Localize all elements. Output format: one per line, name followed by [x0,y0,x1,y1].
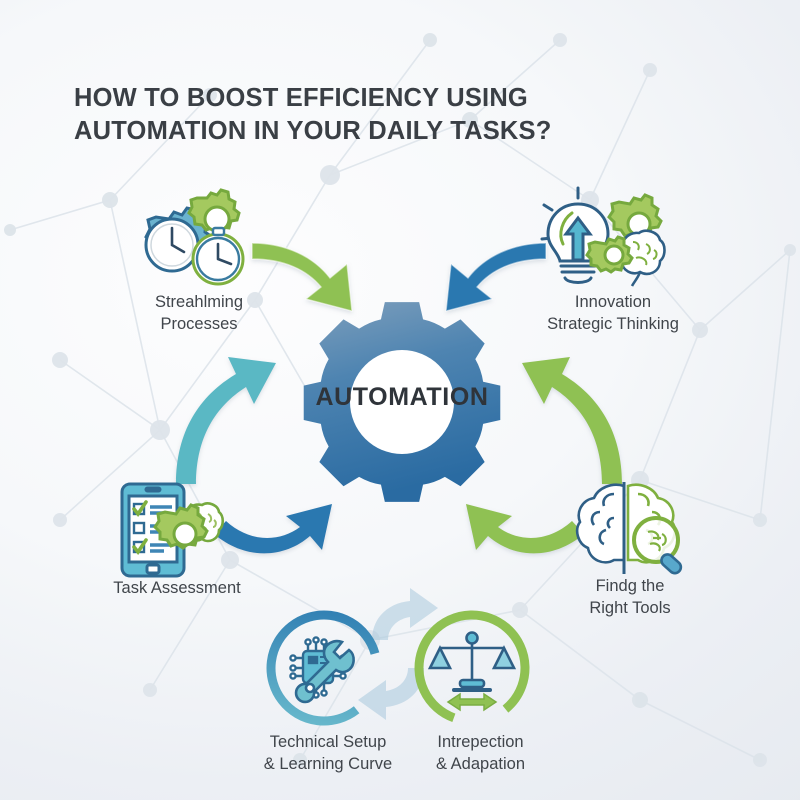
label-streamlining-processes: Streahlming Processes [154,293,244,333]
brain-magnifier-icon [575,482,683,575]
label-finding-right-tools: Findg the Right Tools [589,577,671,617]
page-title: HOW TO BOOST EFFICIENCY USING AUTOMATION… [74,84,552,146]
clock-gear-stopwatch-icon [144,188,245,286]
phone-checklist-gear-brain-icon [120,482,225,578]
label-task-assessment: Task Assessment [113,579,241,597]
balance-scales-icon [414,610,530,726]
central-gear-icon [303,302,501,502]
center-label: AUTOMATION [315,383,489,411]
label-technical-setup: Technical Setup & Learning Curve [263,733,393,773]
lightbulb-gear-brain-icon [540,186,666,287]
label-innovation-strategic-thinking: Innovation Strategic Thinking [547,293,679,333]
label-introspection-adaptation: Intrepection & Adapation [436,733,525,773]
circuit-wrench-icon [266,610,382,726]
